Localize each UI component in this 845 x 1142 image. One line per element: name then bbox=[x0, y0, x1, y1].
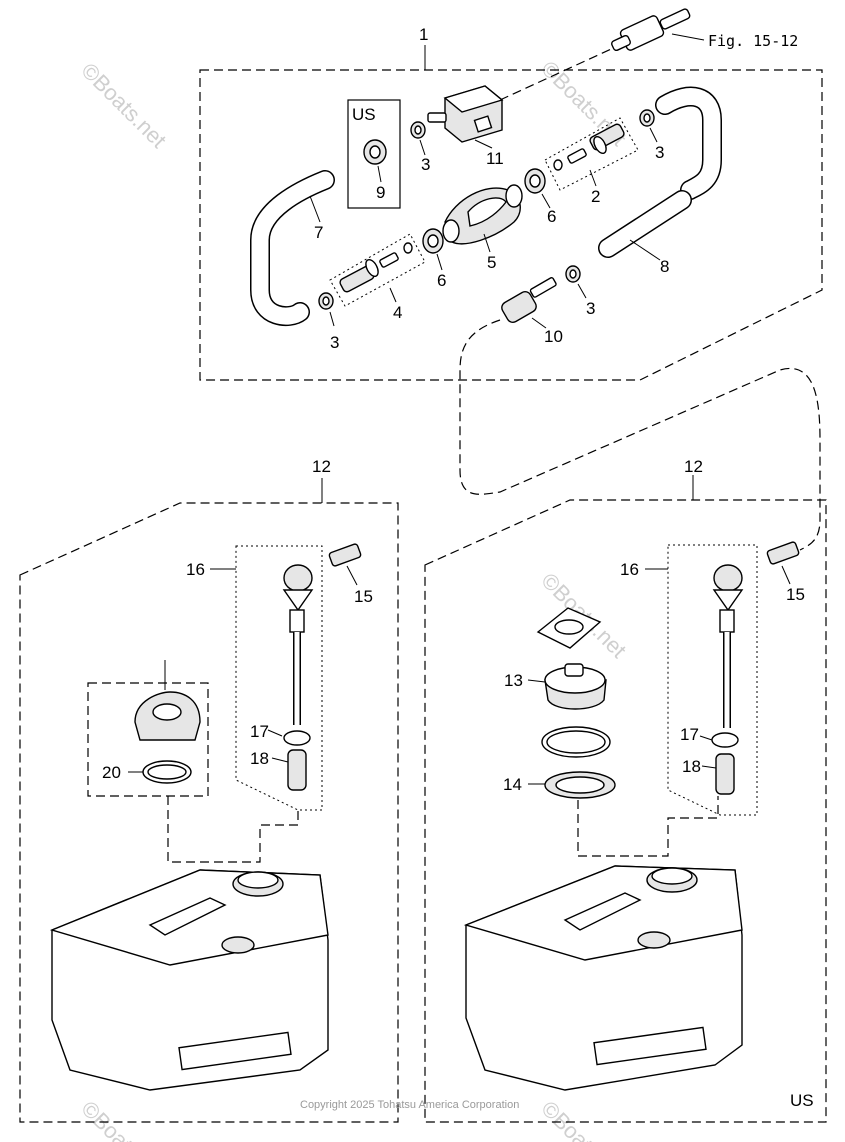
right-tank-box: 12 US bbox=[424, 457, 827, 1123]
part-label-3: 3 bbox=[586, 299, 595, 318]
hose-8: 8 bbox=[598, 190, 692, 276]
us-inset: US 9 bbox=[347, 99, 401, 209]
part-label-8: 8 bbox=[660, 257, 669, 276]
fuel-line-assembly-box: 1 bbox=[199, 25, 823, 381]
part-label-5: 5 bbox=[487, 253, 496, 272]
ring-6-left: 6 bbox=[422, 228, 446, 290]
part-label-6: 6 bbox=[547, 207, 556, 226]
part-label-2: 2 bbox=[591, 187, 600, 206]
part-label-12: 12 bbox=[684, 457, 703, 476]
routing-line bbox=[459, 319, 821, 551]
right-cap-group: 13 14 bbox=[503, 607, 616, 799]
part-label-4: 4 bbox=[393, 303, 402, 322]
fuel-connector-ref: Fig. 15-12 bbox=[499, 8, 798, 101]
part-label-3: 3 bbox=[330, 333, 339, 352]
part-label-18: 18 bbox=[250, 749, 269, 768]
inset-us-tag: US bbox=[352, 105, 376, 124]
clamp-3-lower-right: 3 bbox=[565, 265, 595, 318]
region-us-tag: US bbox=[790, 1091, 814, 1110]
part-label-17: 17 bbox=[250, 722, 269, 741]
part-label-16: 16 bbox=[186, 560, 205, 579]
part-label-14: 14 bbox=[503, 775, 522, 794]
left-fuel-tank bbox=[49, 796, 329, 1091]
hose-top-right bbox=[655, 86, 722, 200]
clamp-3-top-right: 3 bbox=[639, 109, 664, 162]
clamp-3-top-left: 3 bbox=[410, 121, 430, 174]
part-label-15: 15 bbox=[354, 587, 373, 606]
part-11-connector: 11 bbox=[427, 85, 504, 168]
part-4-coupler: 4 bbox=[329, 233, 426, 322]
part-label-13: 13 bbox=[504, 671, 523, 690]
part-label-3: 3 bbox=[421, 155, 430, 174]
part-label-16: 16 bbox=[620, 560, 639, 579]
hose-7: 7 bbox=[250, 170, 335, 327]
part-label-17: 17 bbox=[680, 725, 699, 744]
part-label-6: 6 bbox=[437, 271, 446, 290]
watermark: ©Boats.net bbox=[536, 1096, 631, 1142]
ring-6-right: 6 bbox=[524, 168, 556, 226]
part-2-coupler: 2 bbox=[544, 117, 639, 206]
right-fuel-tank bbox=[463, 796, 743, 1091]
part-5-primer-bulb: 5 bbox=[442, 184, 523, 272]
part-label-7: 7 bbox=[314, 223, 323, 242]
part-label-3: 3 bbox=[655, 143, 664, 162]
part-label-9: 9 bbox=[376, 183, 385, 202]
part-label-10: 10 bbox=[544, 327, 563, 346]
left-pickup-group-16: 16 17 18 15 bbox=[186, 543, 373, 811]
part-label-20: 20 bbox=[102, 763, 121, 782]
part-label-18: 18 bbox=[682, 757, 701, 776]
figure-reference: Fig. 15-12 bbox=[708, 32, 798, 50]
part-label-11: 11 bbox=[486, 149, 504, 168]
part-label-15: 15 bbox=[786, 585, 805, 604]
part-label-12: 12 bbox=[312, 457, 331, 476]
left-cap-group-20: 20 bbox=[87, 660, 209, 797]
right-pickup-group-16: 16 17 18 15 bbox=[620, 541, 805, 816]
watermark: ©Boats.net bbox=[76, 1096, 171, 1142]
part-10-connector: 10 bbox=[501, 277, 563, 346]
copyright-notice: Copyright 2025 Tohatsu America Corporati… bbox=[300, 1099, 519, 1111]
watermark: ©Boats.net bbox=[76, 58, 171, 153]
left-tank-box: 12 bbox=[19, 457, 399, 1123]
part-label-1: 1 bbox=[419, 25, 428, 44]
clamp-3-lower-left: 3 bbox=[318, 292, 339, 352]
